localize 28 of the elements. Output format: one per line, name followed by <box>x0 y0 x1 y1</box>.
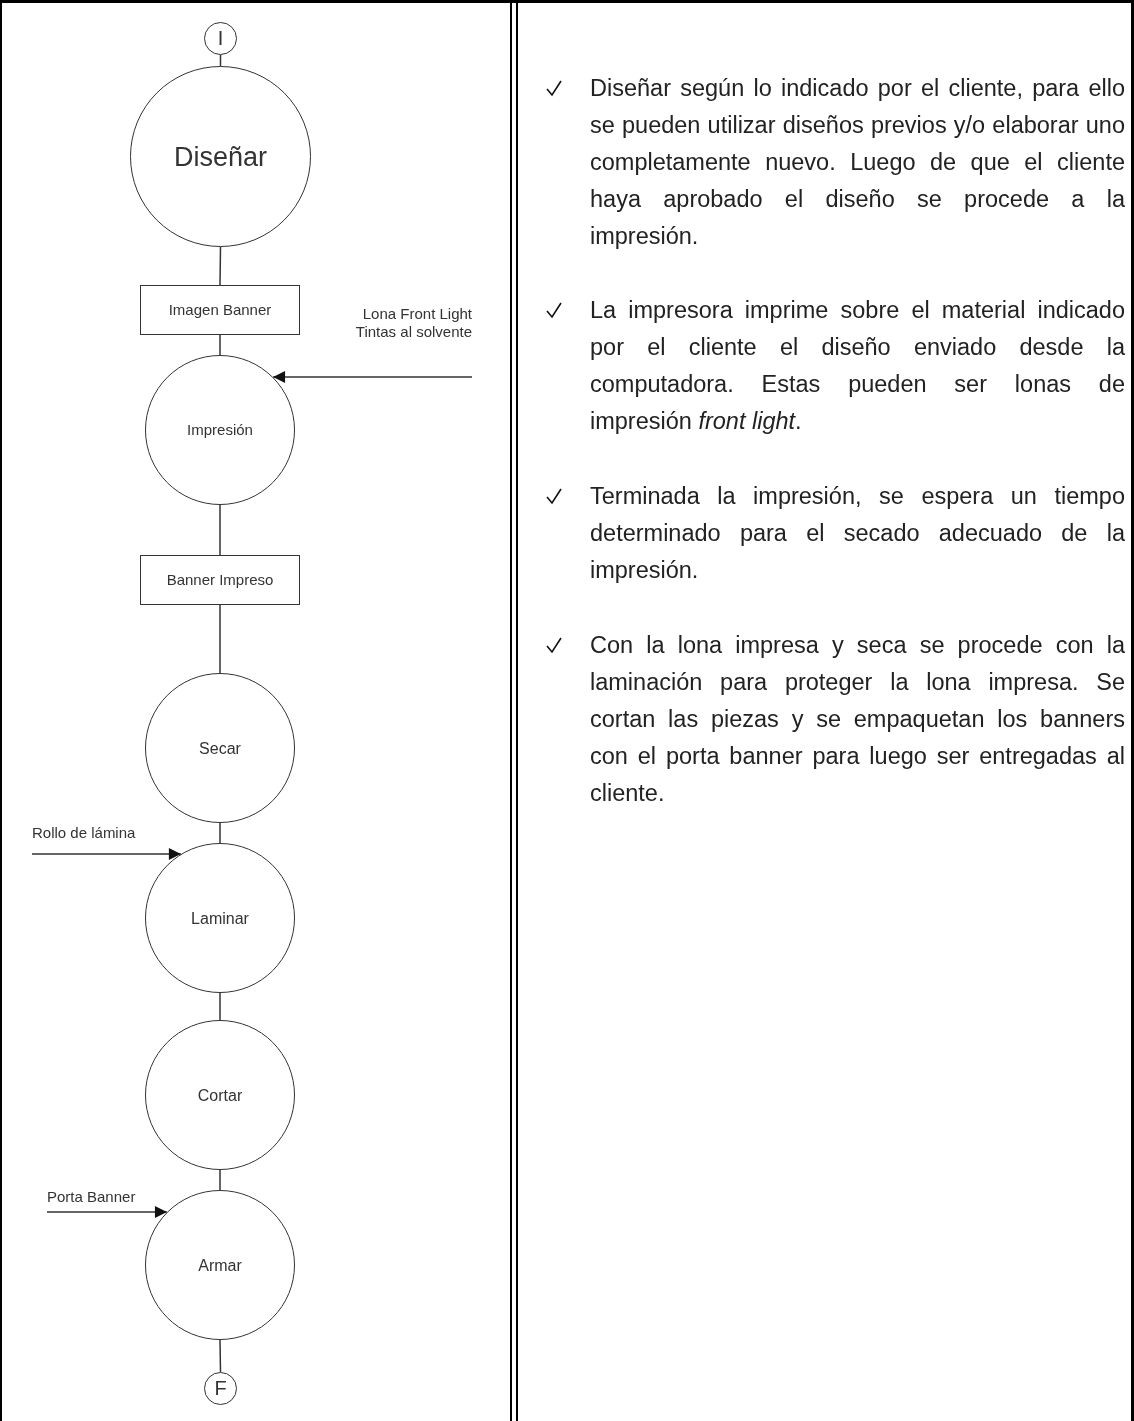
terminal-circle: F <box>204 1372 237 1405</box>
connector-line <box>219 604 221 674</box>
input-label: Porta Banner <box>47 1188 136 1206</box>
bullet-text: La impresora imprime sobre el material indicado por el cliente el diseño enviado desde la computadora. Estas pueden ser lonas de impresión front light. <box>590 296 1125 436</box>
process-circle: Impresión <box>145 355 295 505</box>
arrow <box>31 848 182 860</box>
process-box: Banner Impreso <box>140 555 300 605</box>
connector-line <box>219 334 221 356</box>
terminal-circle: I <box>204 22 237 55</box>
process-circle: Diseñar <box>130 66 311 247</box>
process-circle: Secar <box>145 673 295 823</box>
connector-line <box>219 992 221 1021</box>
connector-line <box>219 504 221 556</box>
connector-line <box>219 1339 222 1373</box>
arrow <box>46 1206 168 1218</box>
arrow <box>272 371 473 383</box>
bullet-text: Con la lona impresa y seca se procede con la laminación para proteger la lona impresa. Se cortan las piezas y se empaquetan los banners con el porta banner para luego ser entregadas al cliente. <box>590 631 1125 808</box>
bullet-text: Terminada la impresión, se espera un tiempo determinado para el secado adecuado de la impresión. <box>590 482 1125 585</box>
input-label: Lona Front Light Tintas al solvente <box>354 305 472 341</box>
connector-line <box>219 246 222 286</box>
bullet-text: Diseñar según lo indicado por el cliente, para ello se pueden utilizar diseños previos y/o elaborar uno completamente nuevo. Luego de que el cliente haya aprobado el diseño se procede a la impresión. <box>590 74 1125 251</box>
process-box: Imagen Banner <box>140 285 300 335</box>
input-label: Rollo de lámina <box>32 824 136 842</box>
process-circle: Cortar <box>145 1020 295 1170</box>
process-circle: Armar <box>145 1190 295 1340</box>
process-circle: Laminar <box>145 843 295 993</box>
connector-line <box>219 1169 221 1191</box>
connector-line <box>219 822 221 844</box>
